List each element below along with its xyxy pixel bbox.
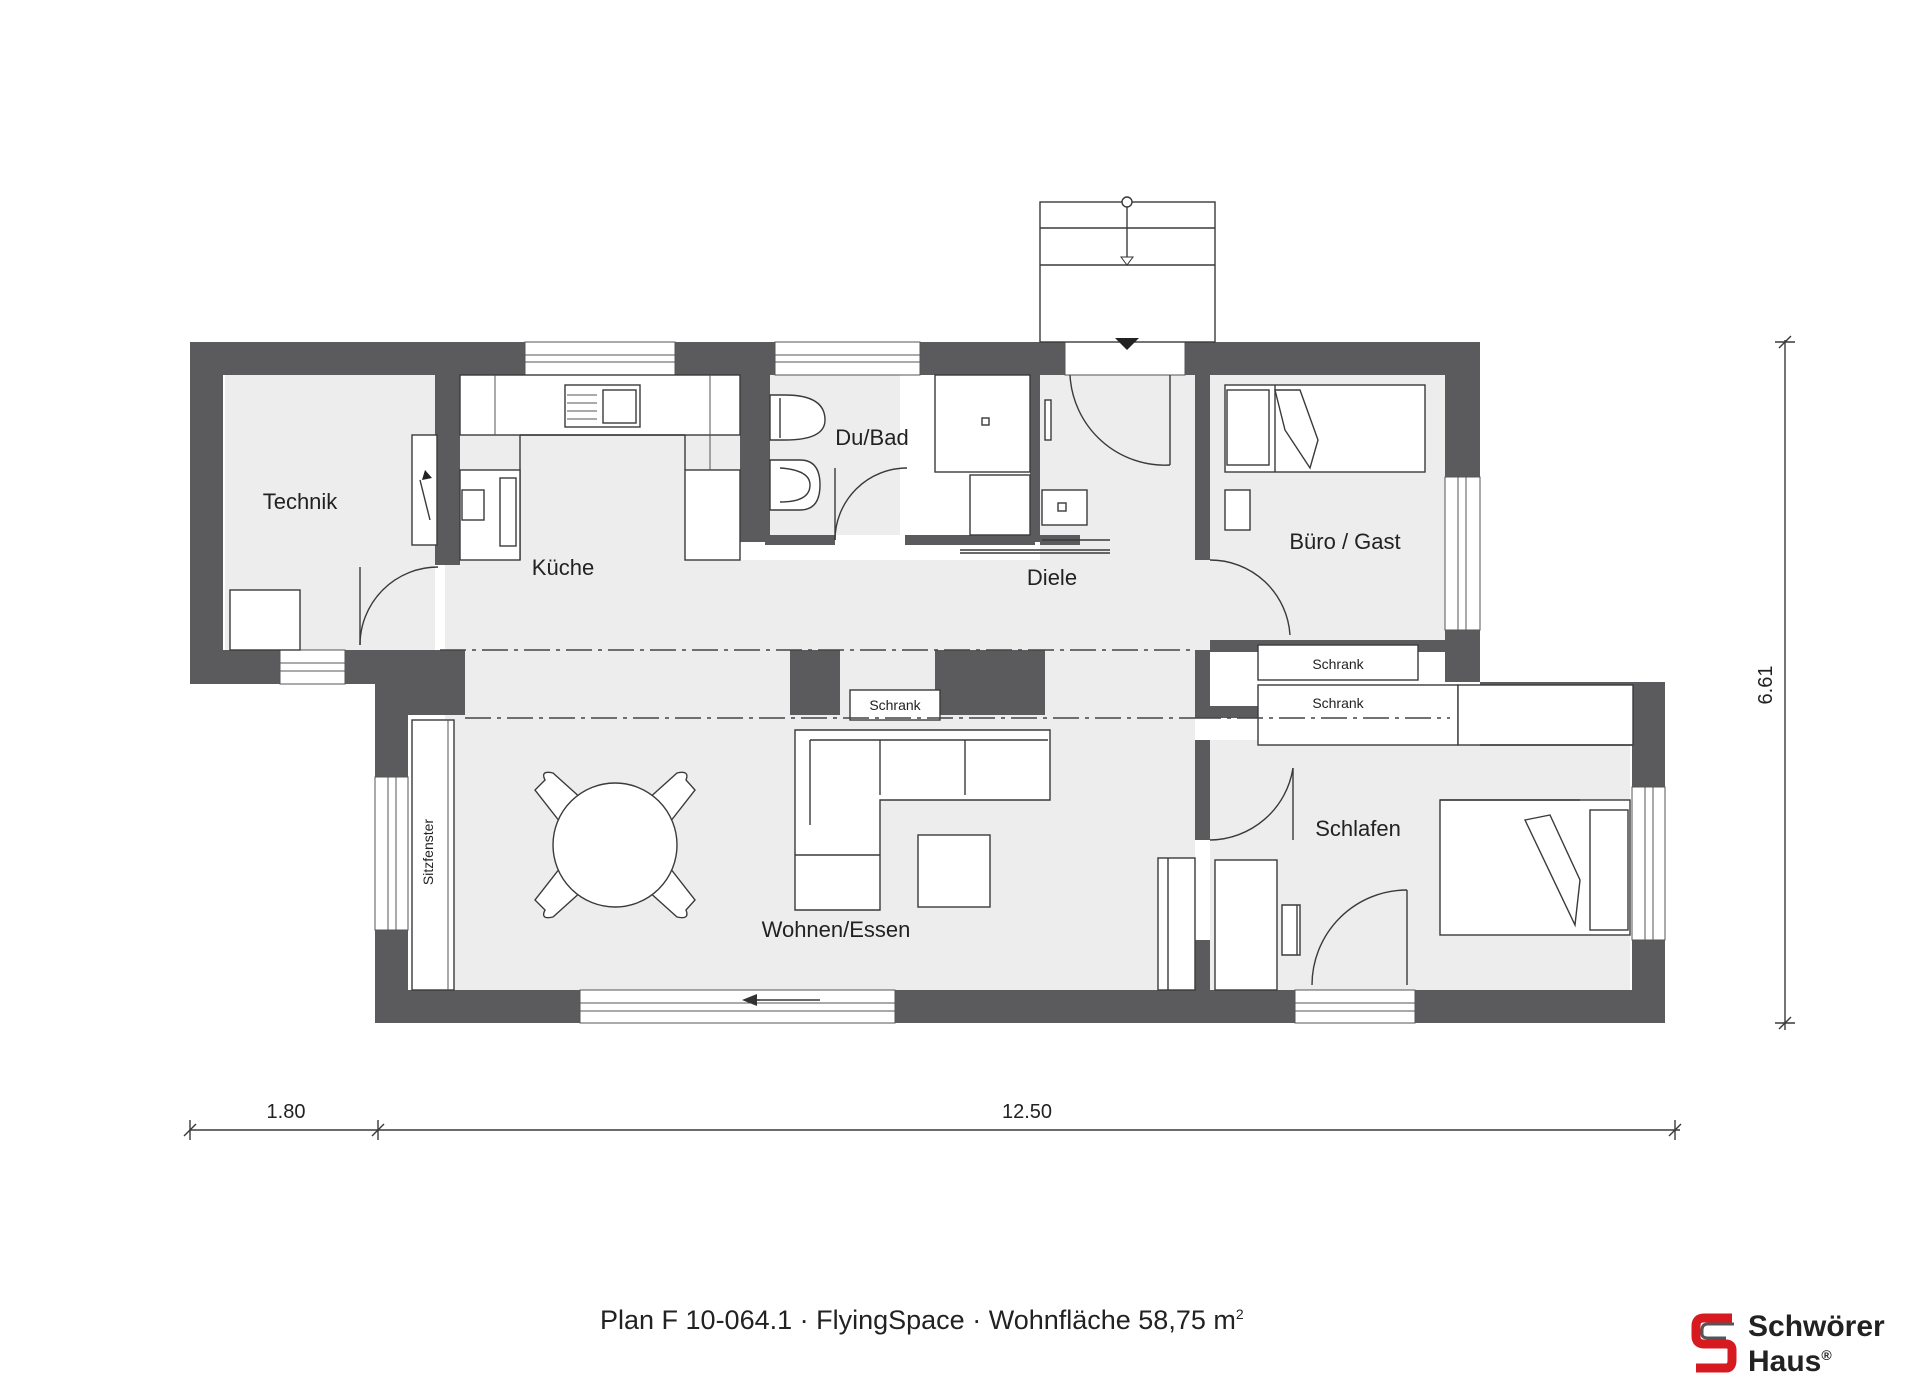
label-diele: Diele [1027,565,1077,590]
kitchen-furniture [229,374,1195,651]
windows [279,341,1666,1024]
label-buero-gast: Büro / Gast [1289,529,1400,554]
living-furniture [411,719,1196,991]
caption-unit-superscript: 2 [1235,1306,1244,1322]
plan-caption: Plan F 10-064.1 · FlyingSpace · Wohnfläc… [600,1305,1244,1336]
dimension-lines: 1.80 12.50 6.61 [183,335,1795,1140]
label-technik: Technik [263,489,339,514]
logo-line-1: Schwörer [1748,1310,1885,1343]
dimension-width-main: 12.50 [1002,1101,1052,1123]
label-schrank-3: Schrank [1312,695,1364,711]
doors [359,374,1408,986]
logo-mark-icon [1691,1313,1737,1373]
label-schrank-1: Schrank [869,697,921,713]
room-labels: Technik Küche Du/Bad Diele Büro / Gast W… [263,425,1401,942]
logo-registered-mark: ® [1821,1347,1832,1363]
floor-areas [225,375,1630,990]
label-schlafen: Schlafen [1315,816,1401,841]
label-kueche: Küche [532,555,594,580]
label-wohnen-essen: Wohnen/Essen [762,917,911,942]
dimension-depth: 6.61 [1755,666,1777,705]
dimension-width-left: 1.80 [267,1101,306,1123]
label-schrank-2: Schrank [1312,656,1364,672]
bathroom-fixtures [769,374,1110,541]
entrance-porch [1039,196,1216,350]
label-sitzfenster: Sitzfenster [420,819,436,885]
logo-line-2: Haus [1748,1345,1822,1378]
bedroom-furniture [1214,384,1631,991]
caption-text: Plan F 10-064.1 · FlyingSpace · Wohnfläc… [600,1305,1236,1335]
label-dubad: Du/Bad [835,425,908,450]
wardrobes [465,644,1634,746]
